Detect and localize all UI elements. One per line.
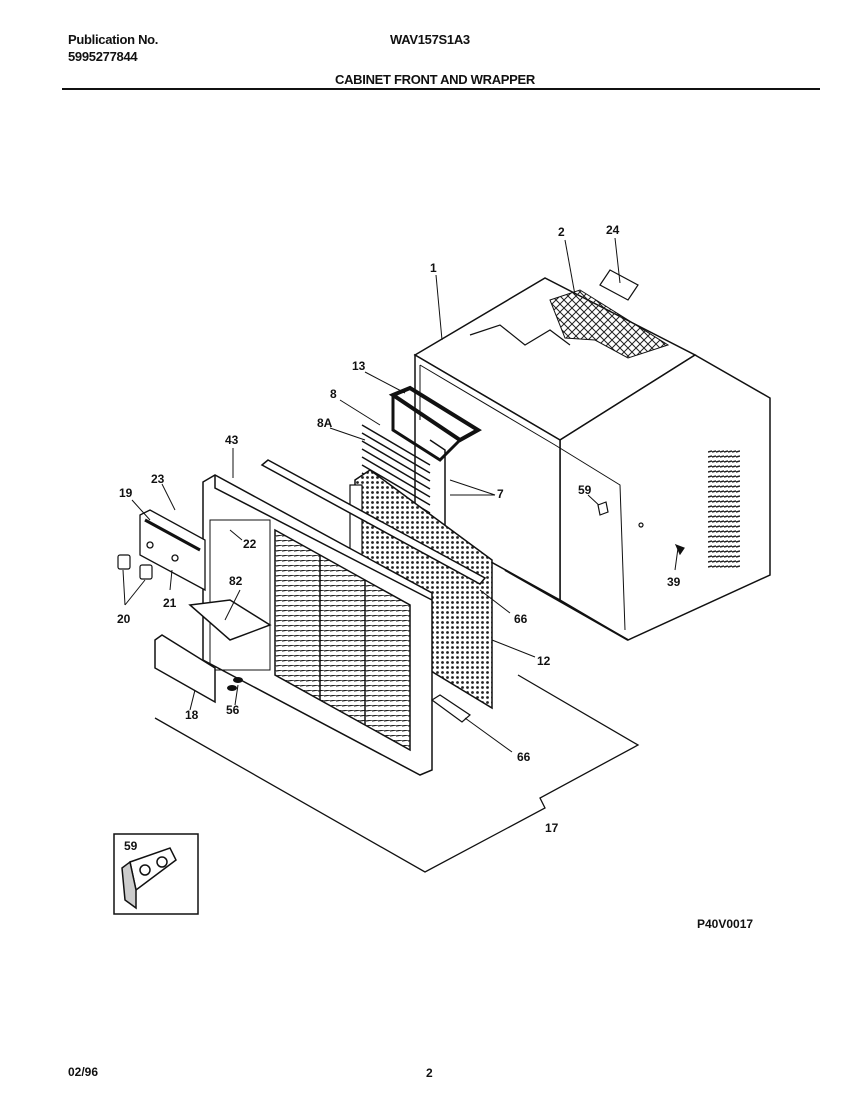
callout-66-upper: 66 [514,612,528,626]
callout-66-lower: 66 [517,750,531,764]
section-title: CABINET FRONT AND WRAPPER [335,72,536,87]
top-filter-screen [549,289,670,359]
callout-56: 56 [226,703,240,717]
control-knobs [117,554,153,580]
publication-label: Publication No. [68,32,159,47]
callout-21: 21 [163,596,177,610]
callout-7: 7 [497,487,504,501]
publication-number: 5995277844 [68,49,138,64]
wrapper-screws [597,501,685,556]
callout-59: 59 [578,483,592,497]
model-number: WAV157S1A3 [390,32,470,47]
callout-39: 39 [667,575,681,589]
bottom-rail [430,694,471,723]
callout-13: 13 [352,359,366,373]
gasket [388,385,482,443]
publication-date: 02/96 [68,1065,99,1079]
callout-24: 24 [606,223,620,237]
callout-22: 22 [243,537,257,551]
drawing-code: P40V0017 [697,917,754,931]
front-grille [202,474,433,776]
cabinet-label [599,269,639,301]
callout-20: 20 [117,612,131,626]
drain-tray [188,599,272,641]
base-outline [154,674,640,873]
top-trim-strip [260,459,487,585]
inset-callout-59: 59 [124,839,138,853]
header-rule [62,88,820,90]
callout-82: 82 [229,574,243,588]
inset-detail: 59 [113,833,199,915]
callout-19: 19 [119,486,133,500]
callout-8: 8 [330,387,337,401]
access-door [154,634,216,704]
callout-8a: 8A [317,416,333,430]
callout-23: 23 [151,472,165,486]
page-number: 2 [426,1066,433,1080]
callout-43: 43 [225,433,239,447]
callout-12: 12 [537,654,551,668]
callout-2: 2 [558,225,565,239]
callout-1: 1 [430,261,437,275]
control-panel [139,509,206,592]
callout-18: 18 [185,708,199,722]
screws [227,677,243,691]
callout-17: 17 [545,821,559,835]
